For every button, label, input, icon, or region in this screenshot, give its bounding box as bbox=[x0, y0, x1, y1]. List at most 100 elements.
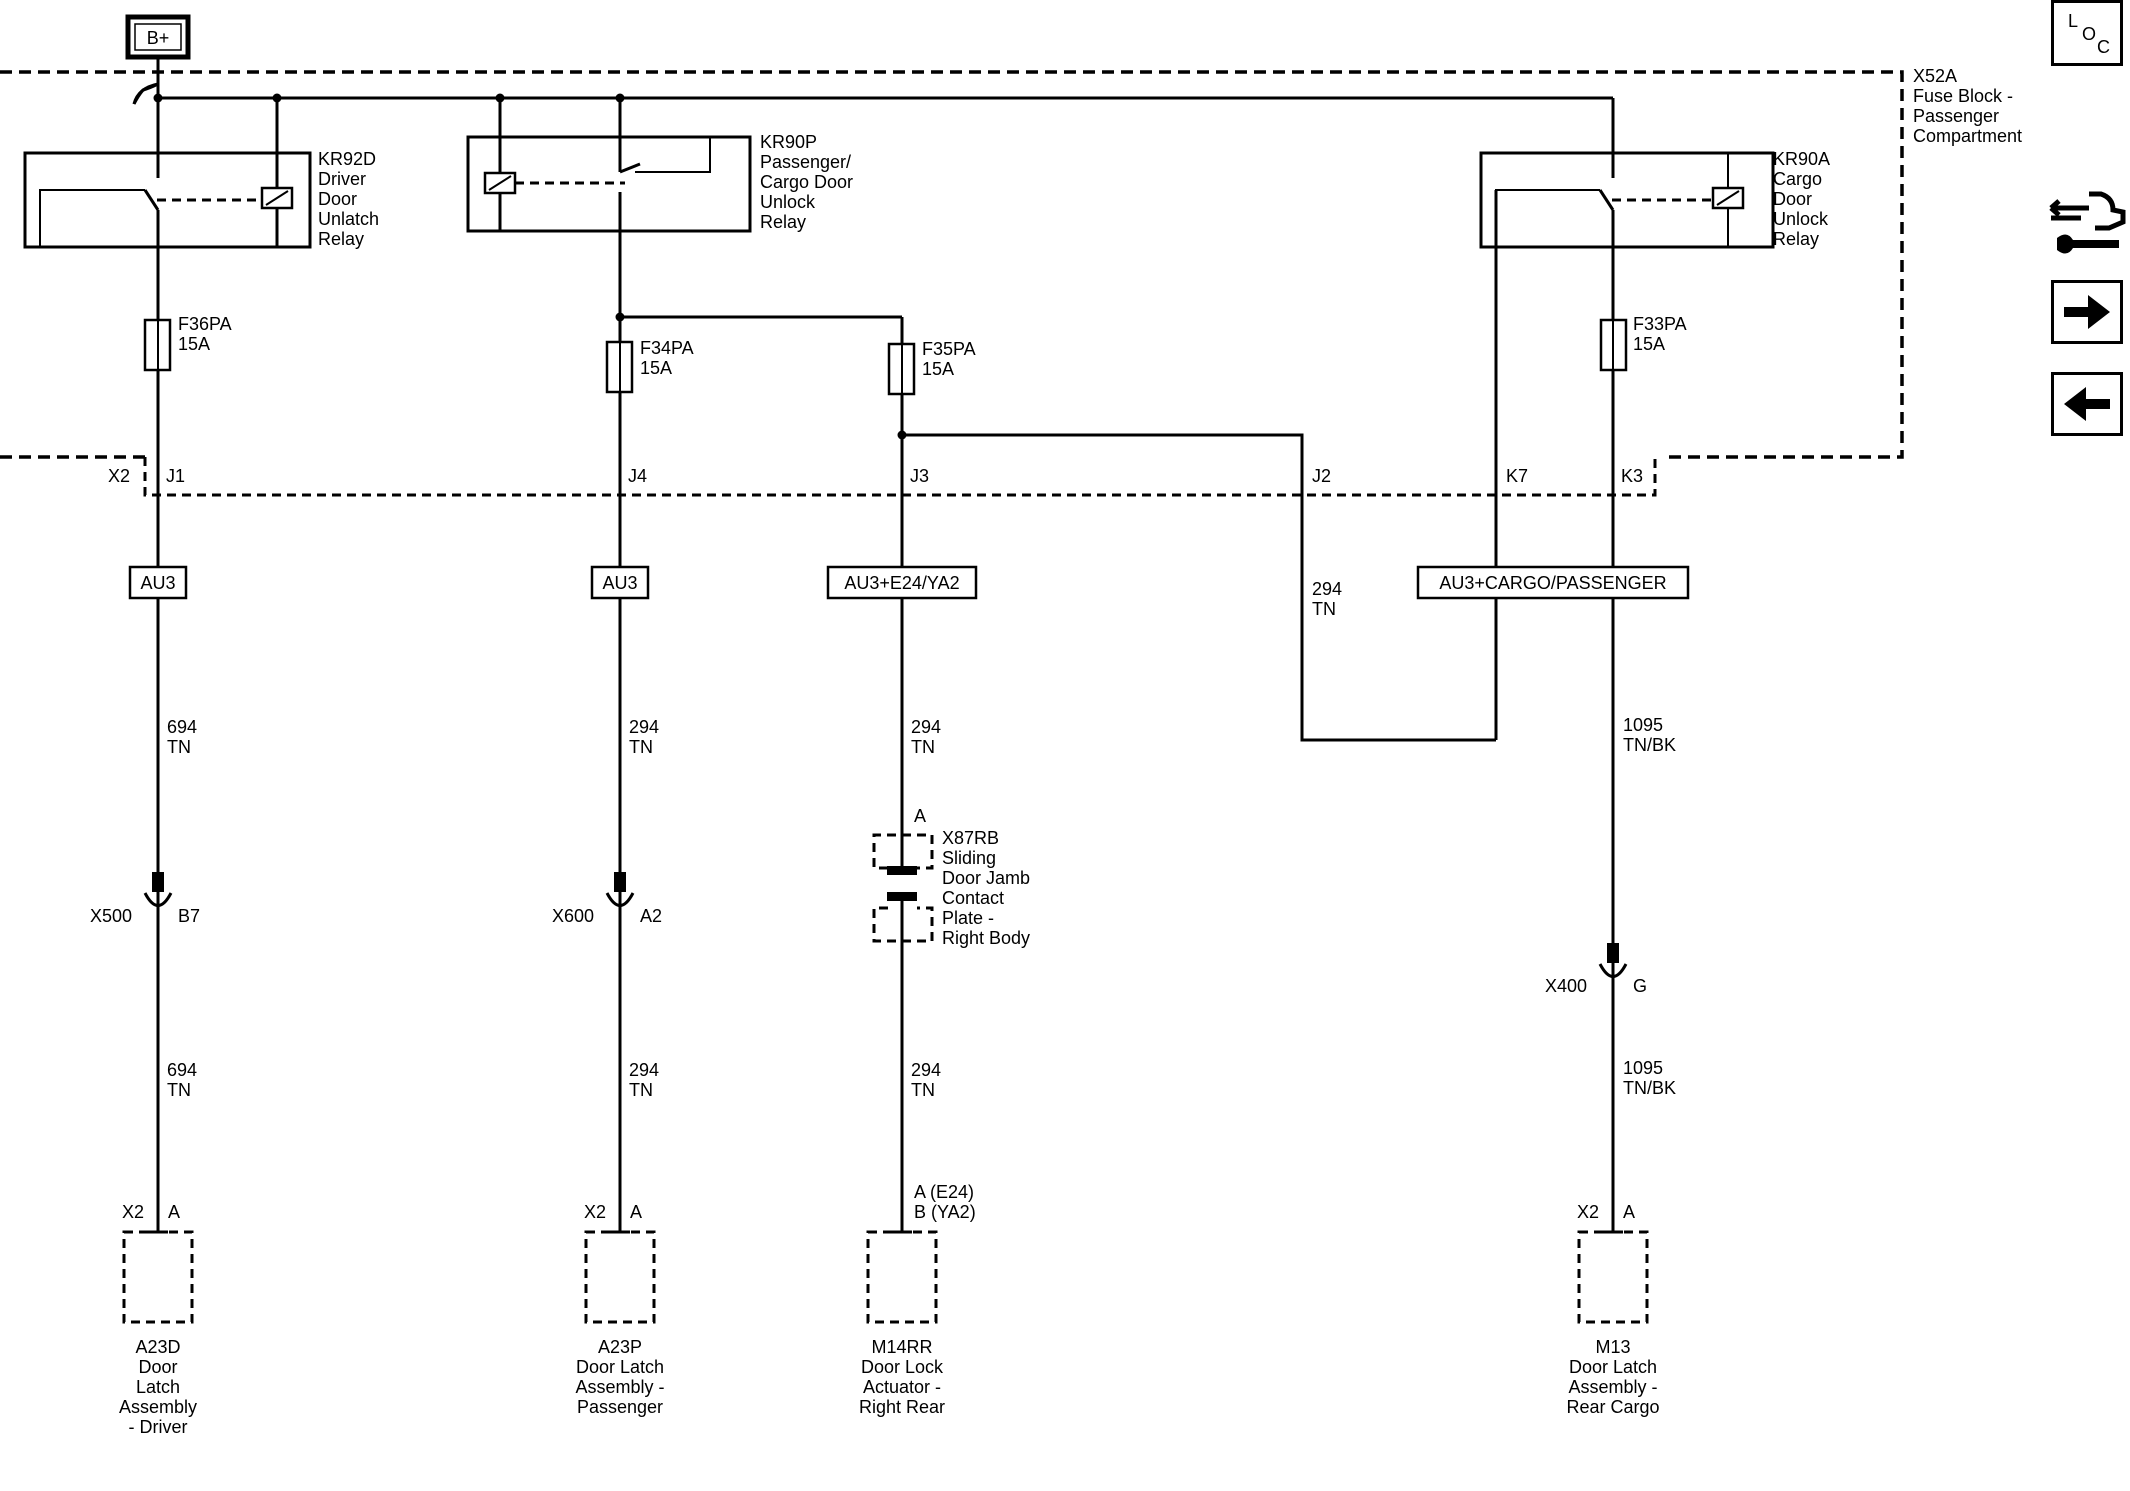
svg-text:694: 694 bbox=[167, 1060, 197, 1080]
component-a23p: X2 A A23P Door Latch Assembly - Passenge… bbox=[575, 1202, 664, 1417]
j2-294-tn-wire bbox=[902, 433, 1496, 742]
svg-text:KR92D: KR92D bbox=[318, 149, 376, 169]
svg-text:294: 294 bbox=[629, 717, 659, 737]
svg-text:Unlock: Unlock bbox=[760, 192, 816, 212]
svg-text:X2: X2 bbox=[584, 1202, 606, 1222]
relay-kr92d bbox=[23, 98, 312, 249]
connector-x400: X400 G bbox=[1545, 943, 1647, 996]
svg-text:X400: X400 bbox=[1545, 976, 1587, 996]
svg-text:AU3: AU3 bbox=[602, 573, 637, 593]
svg-text:294: 294 bbox=[629, 1060, 659, 1080]
svg-text:Passenger: Passenger bbox=[577, 1397, 663, 1417]
svg-text:AU3+CARGO/PASSENGER: AU3+CARGO/PASSENGER bbox=[1439, 573, 1666, 593]
loc-letter: C bbox=[2097, 37, 2110, 57]
component-m13: X2 A M13 Door Latch Assembly - Rear Carg… bbox=[1566, 1202, 1659, 1417]
svg-text:F33PA: F33PA bbox=[1633, 314, 1687, 334]
svg-text:Cargo Door: Cargo Door bbox=[760, 172, 853, 192]
svg-text:Door: Door bbox=[138, 1357, 177, 1377]
svg-text:M13: M13 bbox=[1595, 1337, 1630, 1357]
next-page-arrow-icon[interactable] bbox=[2051, 280, 2123, 344]
loc-icon[interactable]: L O C bbox=[2051, 0, 2123, 66]
option-au3-cargo-passenger: AU3+CARGO/PASSENGER bbox=[1416, 565, 1690, 600]
svg-text:Driver: Driver bbox=[318, 169, 366, 189]
svg-text:Passenger/: Passenger/ bbox=[760, 152, 851, 172]
svg-text:294: 294 bbox=[1312, 579, 1342, 599]
pin-j2: J2 bbox=[1312, 466, 1331, 486]
svg-text:Rear Cargo: Rear Cargo bbox=[1566, 1397, 1659, 1417]
svg-text:X2: X2 bbox=[122, 1202, 144, 1222]
fuse-f33pa: F33PA 15A bbox=[1599, 314, 1687, 372]
wire-label-294-tn-c3-lower: 294 TN bbox=[911, 1060, 941, 1100]
relay-kr90a bbox=[1479, 98, 1775, 249]
svg-text:15A: 15A bbox=[178, 334, 210, 354]
svg-text:X600: X600 bbox=[552, 906, 594, 926]
svg-text:A: A bbox=[914, 806, 926, 826]
svg-text:Door Lock: Door Lock bbox=[861, 1357, 944, 1377]
pin-j1: J1 bbox=[166, 466, 185, 486]
svg-text:1095: 1095 bbox=[1623, 1058, 1663, 1078]
svg-text:Passenger: Passenger bbox=[1913, 106, 1999, 126]
svg-text:X500: X500 bbox=[90, 906, 132, 926]
previous-page-arrow-icon[interactable] bbox=[2051, 372, 2123, 436]
battery-terminal: B+ bbox=[125, 14, 191, 60]
svg-text:TN: TN bbox=[629, 1080, 653, 1100]
x2-connector-name: X2 bbox=[108, 466, 130, 486]
svg-text:Compartment: Compartment bbox=[1913, 126, 2022, 146]
wire-label-294-tn-c3: 294 TN bbox=[911, 717, 941, 757]
svg-text:KR90P: KR90P bbox=[760, 132, 817, 152]
wire-label-294-tn-lower: 294 TN bbox=[629, 1060, 659, 1100]
svg-text:Cargo: Cargo bbox=[1773, 169, 1822, 189]
svg-text:TN/BK: TN/BK bbox=[1623, 735, 1676, 755]
option-au3-c2: AU3 bbox=[590, 565, 650, 600]
pin-k3: K3 bbox=[1621, 466, 1643, 486]
svg-text:A23D: A23D bbox=[135, 1337, 180, 1357]
fuse-block-outline bbox=[0, 70, 1904, 459]
wire-label-694-tn-lower: 694 TN bbox=[167, 1060, 197, 1100]
wire-label-1095-tnbk-lower: 1095 TN/BK bbox=[1623, 1058, 1676, 1098]
svg-text:Assembly -: Assembly - bbox=[575, 1377, 664, 1397]
svg-text:TN: TN bbox=[1312, 599, 1336, 619]
svg-text:AU3+E24/YA2: AU3+E24/YA2 bbox=[844, 573, 959, 593]
wire-label-j2-294-tn: 294 TN bbox=[1312, 579, 1342, 619]
svg-text:X2: X2 bbox=[1577, 1202, 1599, 1222]
svg-text:Plate -: Plate - bbox=[942, 908, 994, 928]
relay-kr90p bbox=[466, 98, 752, 233]
svg-text:15A: 15A bbox=[922, 359, 954, 379]
svg-text:Door: Door bbox=[1773, 189, 1812, 209]
svg-text:X52A: X52A bbox=[1913, 66, 1957, 86]
wire-label-1095-tnbk: 1095 TN/BK bbox=[1623, 715, 1676, 755]
svg-text:15A: 15A bbox=[1633, 334, 1665, 354]
svg-text:Relay: Relay bbox=[760, 212, 806, 232]
svg-text:Contact: Contact bbox=[942, 888, 1004, 908]
loc-letter: O bbox=[2082, 24, 2096, 44]
svg-text:G: G bbox=[1633, 976, 1647, 996]
fuse-f34pa: F34PA 15A bbox=[605, 338, 694, 394]
connector-x500: X500 B7 bbox=[90, 872, 200, 926]
pin-k7: K7 bbox=[1506, 466, 1528, 486]
contact-plate-x87rb: A X87RB Sliding Door Jamb Contact Plate … bbox=[872, 806, 1030, 948]
pin-j3: J3 bbox=[910, 466, 929, 486]
svg-text:B (YA2): B (YA2) bbox=[914, 1202, 976, 1222]
svg-text:Relay: Relay bbox=[1773, 229, 1819, 249]
svg-text:A: A bbox=[168, 1202, 180, 1222]
svg-text:294: 294 bbox=[911, 717, 941, 737]
svg-text:TN: TN bbox=[911, 737, 935, 757]
svg-text:F34PA: F34PA bbox=[640, 338, 694, 358]
svg-text:A2: A2 bbox=[640, 906, 662, 926]
relay-kr90p-label: KR90P Passenger/ Cargo Door Unlock Relay bbox=[760, 132, 853, 232]
svg-text:694: 694 bbox=[167, 717, 197, 737]
svg-text:M14RR: M14RR bbox=[871, 1337, 932, 1357]
x2-connector-labels: X2 J1 J4 J3 J2 K7 K3 bbox=[108, 466, 1643, 486]
option-au3-c1: AU3 bbox=[128, 565, 188, 600]
svg-text:TN: TN bbox=[629, 737, 653, 757]
svg-text:Assembly: Assembly bbox=[119, 1397, 197, 1417]
svg-text:TN: TN bbox=[167, 1080, 191, 1100]
connector-view-icon[interactable] bbox=[2049, 188, 2129, 264]
fuse-f35pa: F35PA 15A bbox=[887, 339, 976, 396]
relay-kr90a-label: KR90A Cargo Door Unlock Relay bbox=[1773, 149, 1830, 249]
svg-text:TN: TN bbox=[167, 737, 191, 757]
svg-text:Right Body: Right Body bbox=[942, 928, 1030, 948]
svg-text:B7: B7 bbox=[178, 906, 200, 926]
svg-text:A23P: A23P bbox=[598, 1337, 642, 1357]
